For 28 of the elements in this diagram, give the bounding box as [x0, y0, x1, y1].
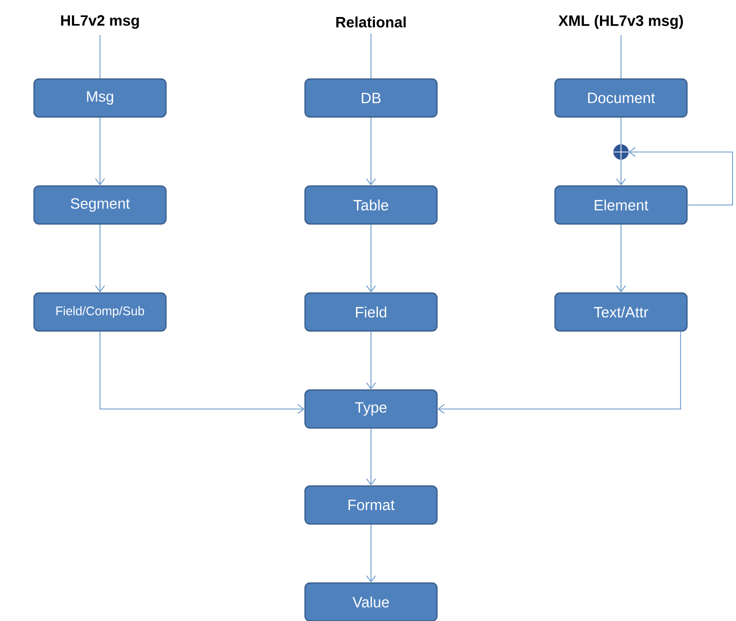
process-box: Element: [554, 185, 688, 225]
arrow: [95, 117, 105, 186]
arrow: [616, 224, 626, 292]
process-box: DB: [304, 78, 438, 118]
arrow: [100, 331, 304, 414]
process-box: Format: [304, 485, 438, 525]
column-heading: HL7v2 msg: [61, 15, 139, 29]
arrow: [366, 331, 376, 390]
arrow: [438, 331, 681, 414]
arrow: [95, 224, 105, 292]
process-box: Value: [304, 582, 438, 621]
process-box: Text/Attr: [554, 292, 688, 332]
column-heading: Relational: [336, 16, 406, 28]
process-box: Segment: [33, 185, 167, 225]
process-box: Field/Comp/Sub: [33, 292, 167, 332]
column-heading: XML (HL7v3 msg): [558, 15, 683, 29]
process-box: Document: [554, 78, 688, 118]
arrow: [628, 147, 733, 206]
process-box: Table: [304, 185, 438, 225]
arrow: [366, 117, 376, 186]
junction-circle: [613, 144, 629, 160]
arrow: [616, 159, 626, 186]
process-box: Msg: [33, 78, 167, 118]
process-box: Field: [304, 292, 438, 332]
process-box: Type: [304, 389, 438, 429]
arrow: [366, 524, 376, 582]
arrow: [366, 224, 376, 292]
arrow: [366, 428, 376, 486]
